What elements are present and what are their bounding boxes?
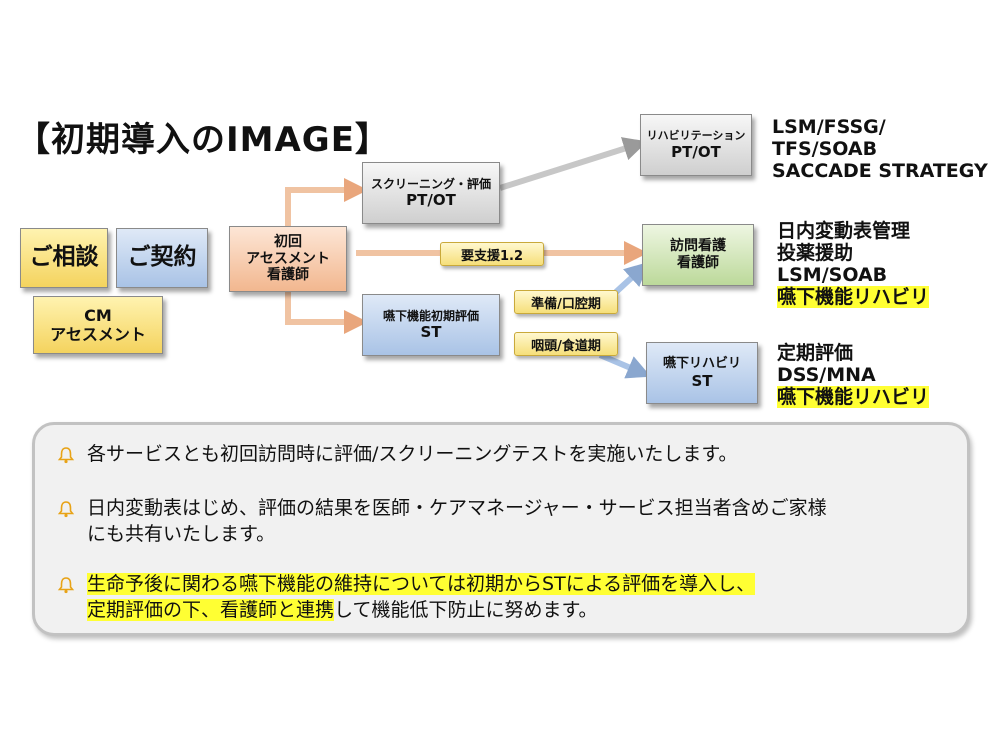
initial-label-2: アセスメント	[246, 250, 330, 267]
swallow-eval-role: ST	[420, 323, 442, 342]
initial-assessment-box: 初回 アセスメント 看護師	[229, 226, 347, 292]
note-1: 各サービスとも初回訪問時に評価/スクリーニングテストを実施いたします。	[57, 441, 738, 471]
note-3: 生命予後に関わる嚥下機能の維持については初期からSTによる評価を導入し、 定期評…	[57, 571, 756, 623]
note-2-text: 日内変動表はじめ、評価の結果を医師・ケアマネージャー・サービス担当者含めご家様 …	[87, 495, 827, 547]
bell-icon	[57, 571, 87, 601]
rehab-box: リハビリテーション PT/OT	[640, 114, 752, 176]
initial-label-3: 看護師	[267, 267, 309, 284]
contract-box: ご契約	[116, 228, 208, 288]
arrow-to-rehab	[499, 137, 648, 191]
cm-label: CM	[84, 305, 112, 325]
visit-nurse-box: 訪問看護 看護師	[642, 224, 754, 286]
page-title: 【初期導入のIMAGE】	[16, 120, 390, 160]
rehab-note-3: SACCADE STRATEGY	[772, 160, 988, 182]
bell-icon	[57, 441, 87, 471]
support-level-label: 要支援1.2	[440, 242, 544, 266]
note-3-text: 生命予後に関わる嚥下機能の維持については初期からSTによる評価を導入し、 定期評…	[87, 571, 756, 623]
note-1-text: 各サービスとも初回訪問時に評価/スクリーニングテストを実施いたします。	[87, 443, 738, 465]
note-3-line-2-highlight: 定期評価の下、看護師と連携	[87, 599, 335, 621]
arrow-to-swallow-rehab	[598, 352, 652, 379]
swallow-rehab-role: ST	[691, 371, 713, 390]
pharyngeal-phase-label: 咽頭/食道期	[514, 332, 618, 356]
rehab-note-2: TFS/SOAB	[772, 138, 878, 160]
st-note-2: DSS/MNA	[777, 364, 876, 386]
swallow-rehab-label: 嚥下リハビリ	[662, 356, 741, 372]
bell-icon	[57, 495, 87, 525]
visit-nurse-label: 訪問看護	[670, 238, 726, 255]
consult-box: ご相談	[20, 228, 108, 288]
visit-nurse-role: 看護師	[677, 255, 719, 271]
rehab-label: リハビリテーション	[646, 129, 746, 143]
st-note-1: 定期評価	[777, 342, 854, 364]
screening-box: スクリーニング・評価 PT/OT	[362, 162, 500, 224]
note-2: 日内変動表はじめ、評価の結果を医師・ケアマネージャー・サービス担当者含めご家様 …	[57, 495, 827, 547]
notes-panel: 各サービスとも初回訪問時に評価/スクリーニングテストを実施いたします。 日内変動…	[32, 422, 970, 636]
consult-label: ご相談	[29, 244, 99, 271]
arrow-to-visit-nurse	[613, 261, 649, 295]
st-notes: 定期評価 DSS/MNA 嚥下機能リハビリ	[777, 342, 930, 408]
st-note-highlight: 嚥下機能リハビリ	[777, 386, 930, 408]
screening-label: スクリーニング・評価	[370, 176, 491, 191]
cm-sublabel: アセスメント	[50, 325, 146, 344]
rehab-note-1: LSM/FSSG/	[772, 116, 886, 138]
nurse-notes: 日内変動表管理 投薬援助 LSM/SOAB 嚥下機能リハビリ	[777, 220, 930, 308]
oral-phase-label: 準備/口腔期	[514, 290, 618, 314]
swallow-eval-box: 嚥下機能初期評価 ST	[362, 294, 500, 356]
note-2-line-2: にも共有いたします。	[87, 523, 276, 545]
swallow-eval-label: 嚥下機能初期評価	[382, 308, 479, 323]
contract-label: ご契約	[127, 244, 197, 271]
nurse-note-3: LSM/SOAB	[777, 264, 888, 286]
note-2-line-1: 日内変動表はじめ、評価の結果を医師・ケアマネージャー・サービス担当者含めご家様	[87, 497, 827, 519]
nurse-note-highlight: 嚥下機能リハビリ	[777, 286, 930, 308]
cm-assessment-box: CM アセスメント	[33, 296, 163, 354]
initial-label-1: 初回	[274, 233, 302, 250]
rehab-notes: LSM/FSSG/ TFS/SOAB SACCADE STRATEGY	[772, 116, 988, 182]
note-3-line-2-rest: して機能低下防止に努めます。	[334, 599, 598, 621]
swallow-rehab-box: 嚥下リハビリ ST	[646, 342, 758, 404]
note-3-line-1: 生命予後に関わる嚥下機能の維持については初期からSTによる評価を導入し、	[87, 573, 756, 595]
screening-role: PT/OT	[406, 191, 456, 210]
rehab-role: PT/OT	[671, 142, 721, 161]
nurse-note-2: 投薬援助	[777, 242, 854, 264]
nurse-note-1: 日内変動表管理	[777, 220, 911, 242]
